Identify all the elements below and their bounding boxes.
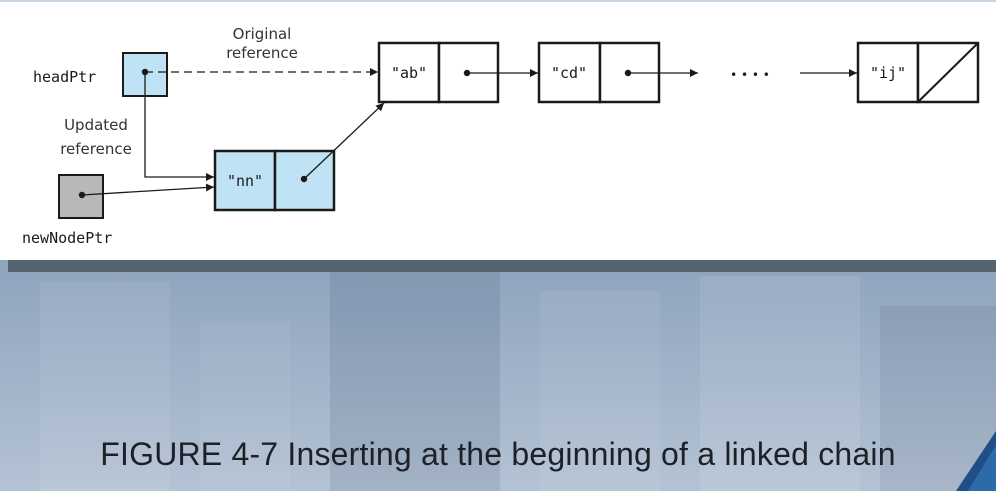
node-cd-item-cell: [537, 41, 602, 104]
new-node-pointer-label: newNodePtr: [22, 229, 112, 247]
node-cd-item: "cd": [551, 64, 587, 82]
node-ab-item-cell: [377, 41, 441, 104]
node-nn-item: "nn": [227, 172, 263, 190]
node-nn-item-cell: [213, 149, 277, 212]
new-node-pointer-arrow: [81, 183, 215, 196]
building-silhouette: [700, 276, 860, 491]
building-silhouette: [40, 281, 170, 491]
building-silhouette: [330, 266, 500, 491]
corner-accent: [956, 431, 996, 491]
figure-caption: FIGURE 4-7 Inserting at the beginning of…: [100, 436, 896, 472]
node-ab-item: "ab": [391, 64, 427, 82]
building-silhouette: [200, 321, 290, 491]
node-nn: "nn": [213, 149, 336, 212]
original-reference-label-line2: reference: [226, 44, 298, 62]
building-silhouette: [540, 291, 660, 491]
ellipsis-dots: • • • •: [730, 68, 770, 82]
null-pointer-slash: [918, 43, 978, 102]
head-pointer-label: headPtr: [33, 68, 96, 86]
original-reference-label-line1: Original: [233, 25, 292, 43]
updated-reference-arrow: [144, 72, 214, 181]
linked-chain-diagram: headPtr Original reference Updated refer…: [22, 25, 980, 247]
node-ij: "ij": [856, 41, 980, 104]
diagram-panel: headPtr Original reference Updated refer…: [0, 0, 996, 260]
nn-to-ab-arrow: [303, 102, 385, 180]
updated-reference-label-line1: Updated: [64, 116, 128, 134]
divider-bar: [8, 260, 996, 272]
updated-reference-label-line2: reference: [60, 140, 132, 158]
node-nn-next-cell: [273, 149, 336, 212]
node-ij-item: "ij": [870, 64, 906, 82]
